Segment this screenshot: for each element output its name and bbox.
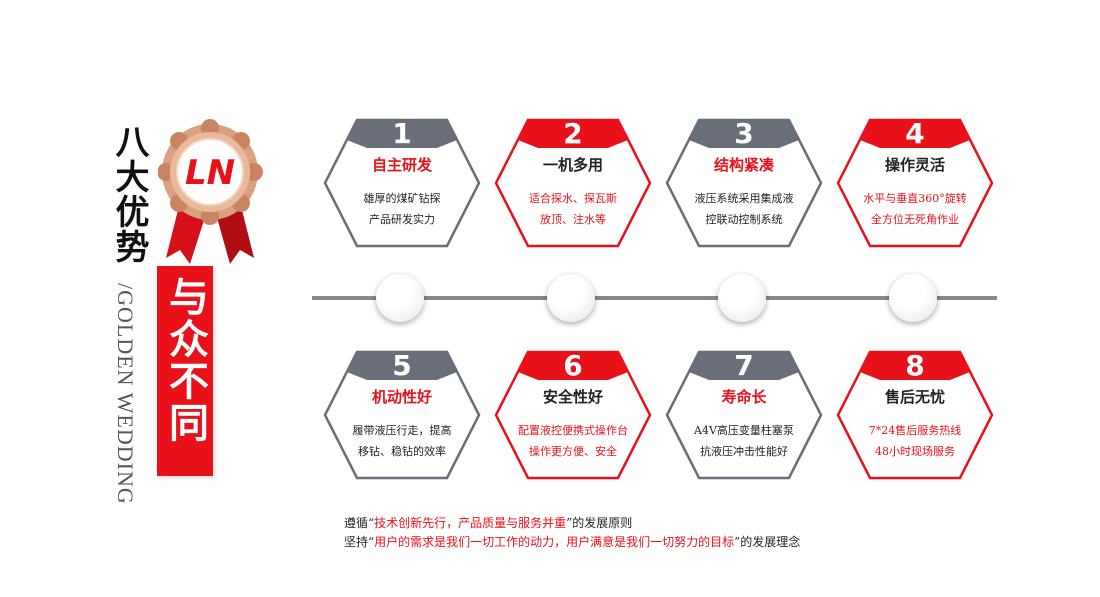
advantage-desc-line: 操作更方便、安全 — [529, 445, 617, 458]
advantage-desc-line: 配置液控便携式操作台 — [518, 424, 628, 437]
advantage-card-5: 5 机动性好履带液压行走，提高移钻、稳钻的效率 — [323, 350, 481, 480]
advantage-desc-line: 抗液压冲击性能好 — [700, 445, 788, 458]
advantage-description: 配置液控便携式操作台操作更方便、安全 — [508, 420, 638, 462]
timeline-line — [312, 296, 997, 300]
section-title: 八大优势 — [109, 124, 149, 264]
advantage-number: 5 — [392, 349, 412, 382]
section-subtitle: /GOLDEN WEDDING — [113, 283, 138, 505]
advantage-card-1: 1 自主研发雄厚的煤矿钻探产品研发实力 — [323, 118, 481, 248]
advantage-title: 一机多用 — [542, 156, 603, 174]
advantage-title: 安全性好 — [542, 388, 603, 406]
hexagon-frame — [323, 350, 481, 480]
hexagon-frame — [494, 350, 652, 480]
advantage-card-6: 6 安全性好配置液控便携式操作台操作更方便、安全 — [494, 350, 652, 480]
banner-text: 与众不同 — [162, 276, 208, 444]
logo-text: LN — [185, 153, 235, 193]
advantage-number: 3 — [734, 117, 754, 150]
advantage-description: 雄厚的煤矿钻探产品研发实力 — [337, 188, 467, 230]
advantage-title: 结构紧凑 — [713, 156, 774, 174]
timeline-node — [889, 274, 937, 322]
hexagon-frame — [665, 118, 823, 248]
advantage-title: 售后无忧 — [884, 388, 945, 406]
footer-line-principle: 遵循“技术创新先行，产品质量与服务并重”的发展原则 — [344, 514, 800, 533]
hexagon-frame — [494, 118, 652, 248]
advantage-description: 7*24售后服务热线 48小时现场服务 — [850, 420, 980, 462]
advantage-description: 液压系统采用集成液控联动控制系统 — [679, 188, 809, 230]
advantage-number: 2 — [563, 117, 583, 150]
footer-text: ”的发展理念 — [734, 535, 801, 549]
advantage-desc-line: 7*24售后服务热线 — [868, 424, 962, 437]
advantage-number: 1 — [392, 117, 412, 150]
advantage-desc-line: 履带液压行走，提高 — [352, 424, 452, 437]
advantage-description: 适合探水、探瓦斯放顶、注水等 — [508, 188, 638, 230]
advantage-number: 7 — [734, 349, 754, 382]
advantage-desc-line: 产品研发实力 — [369, 213, 435, 226]
advantage-title: 机动性好 — [371, 388, 432, 406]
banner-ribbon: 与众不同 — [157, 266, 213, 476]
advantage-card-7: 7 寿命长 A4V高压变量柱塞泵抗液压冲击性能好 — [665, 350, 823, 480]
advantage-desc-line: 适合探水、探瓦斯 — [529, 192, 617, 205]
advantage-number: 6 — [563, 349, 583, 382]
advantage-card-8: 8 售后无忧 7*24售后服务热线 48小时现场服务 — [836, 350, 994, 480]
footer-text: 坚持“ — [344, 535, 375, 549]
advantage-desc-line: 移钻、稳钻的效率 — [358, 445, 446, 458]
timeline-node — [376, 274, 424, 322]
advantage-description: 履带液压行走，提高移钻、稳钻的效率 — [337, 420, 467, 462]
advantage-number: 8 — [905, 349, 925, 382]
footer-text: 遵循“ — [344, 516, 375, 530]
hexagon-frame — [665, 350, 823, 480]
footer-highlight: 用户的需求是我们一切工作的动力，用户满意是我们一切努力的目标 — [374, 535, 735, 549]
advantage-desc-line: 控联动控制系统 — [705, 213, 783, 226]
advantage-card-3: 3 结构紧凑液压系统采用集成液控联动控制系统 — [665, 118, 823, 248]
advantage-card-4: 4 操作灵活水平与垂直360°旋转全方位无死角作业 — [836, 118, 994, 248]
hexagon-frame — [836, 118, 994, 248]
advantage-desc-line: 48小时现场服务 — [875, 445, 955, 458]
advantage-desc-line: A4V高压变量柱塞泵 — [694, 424, 794, 437]
footer-highlight: 技术创新先行，产品质量与服务并重 — [374, 516, 567, 530]
advantage-title: 操作灵活 — [884, 156, 945, 174]
advantage-description: 水平与垂直360°旋转全方位无死角作业 — [850, 188, 980, 230]
timeline-node — [547, 274, 595, 322]
ln-badge-logo: LN — [158, 119, 263, 264]
advantage-title: 寿命长 — [721, 388, 767, 406]
footer-line-philosophy: 坚持“用户的需求是我们一切工作的动力，用户满意是我们一切努力的目标”的发展理念 — [344, 533, 800, 552]
hexagon-frame — [836, 350, 994, 480]
advantage-number: 4 — [905, 117, 925, 150]
advantage-desc-line: 水平与垂直360°旋转 — [863, 192, 967, 205]
advantage-title: 自主研发 — [371, 156, 432, 174]
advantage-desc-line: 雄厚的煤矿钻探 — [363, 192, 441, 205]
timeline-node — [718, 274, 766, 322]
advantage-description: A4V高压变量柱塞泵抗液压冲击性能好 — [679, 420, 809, 462]
footer-principles: 遵循“技术创新先行，产品质量与服务并重”的发展原则 坚持“用户的需求是我们一切工… — [344, 514, 800, 552]
advantage-desc-line: 液压系统采用集成液 — [694, 192, 794, 205]
hexagon-frame — [323, 118, 481, 248]
advantage-desc-line: 放顶、注水等 — [540, 213, 606, 226]
footer-text: ”的发展原则 — [566, 516, 633, 530]
advantage-card-2: 2 一机多用适合探水、探瓦斯放顶、注水等 — [494, 118, 652, 248]
advantage-desc-line: 全方位无死角作业 — [871, 213, 959, 226]
